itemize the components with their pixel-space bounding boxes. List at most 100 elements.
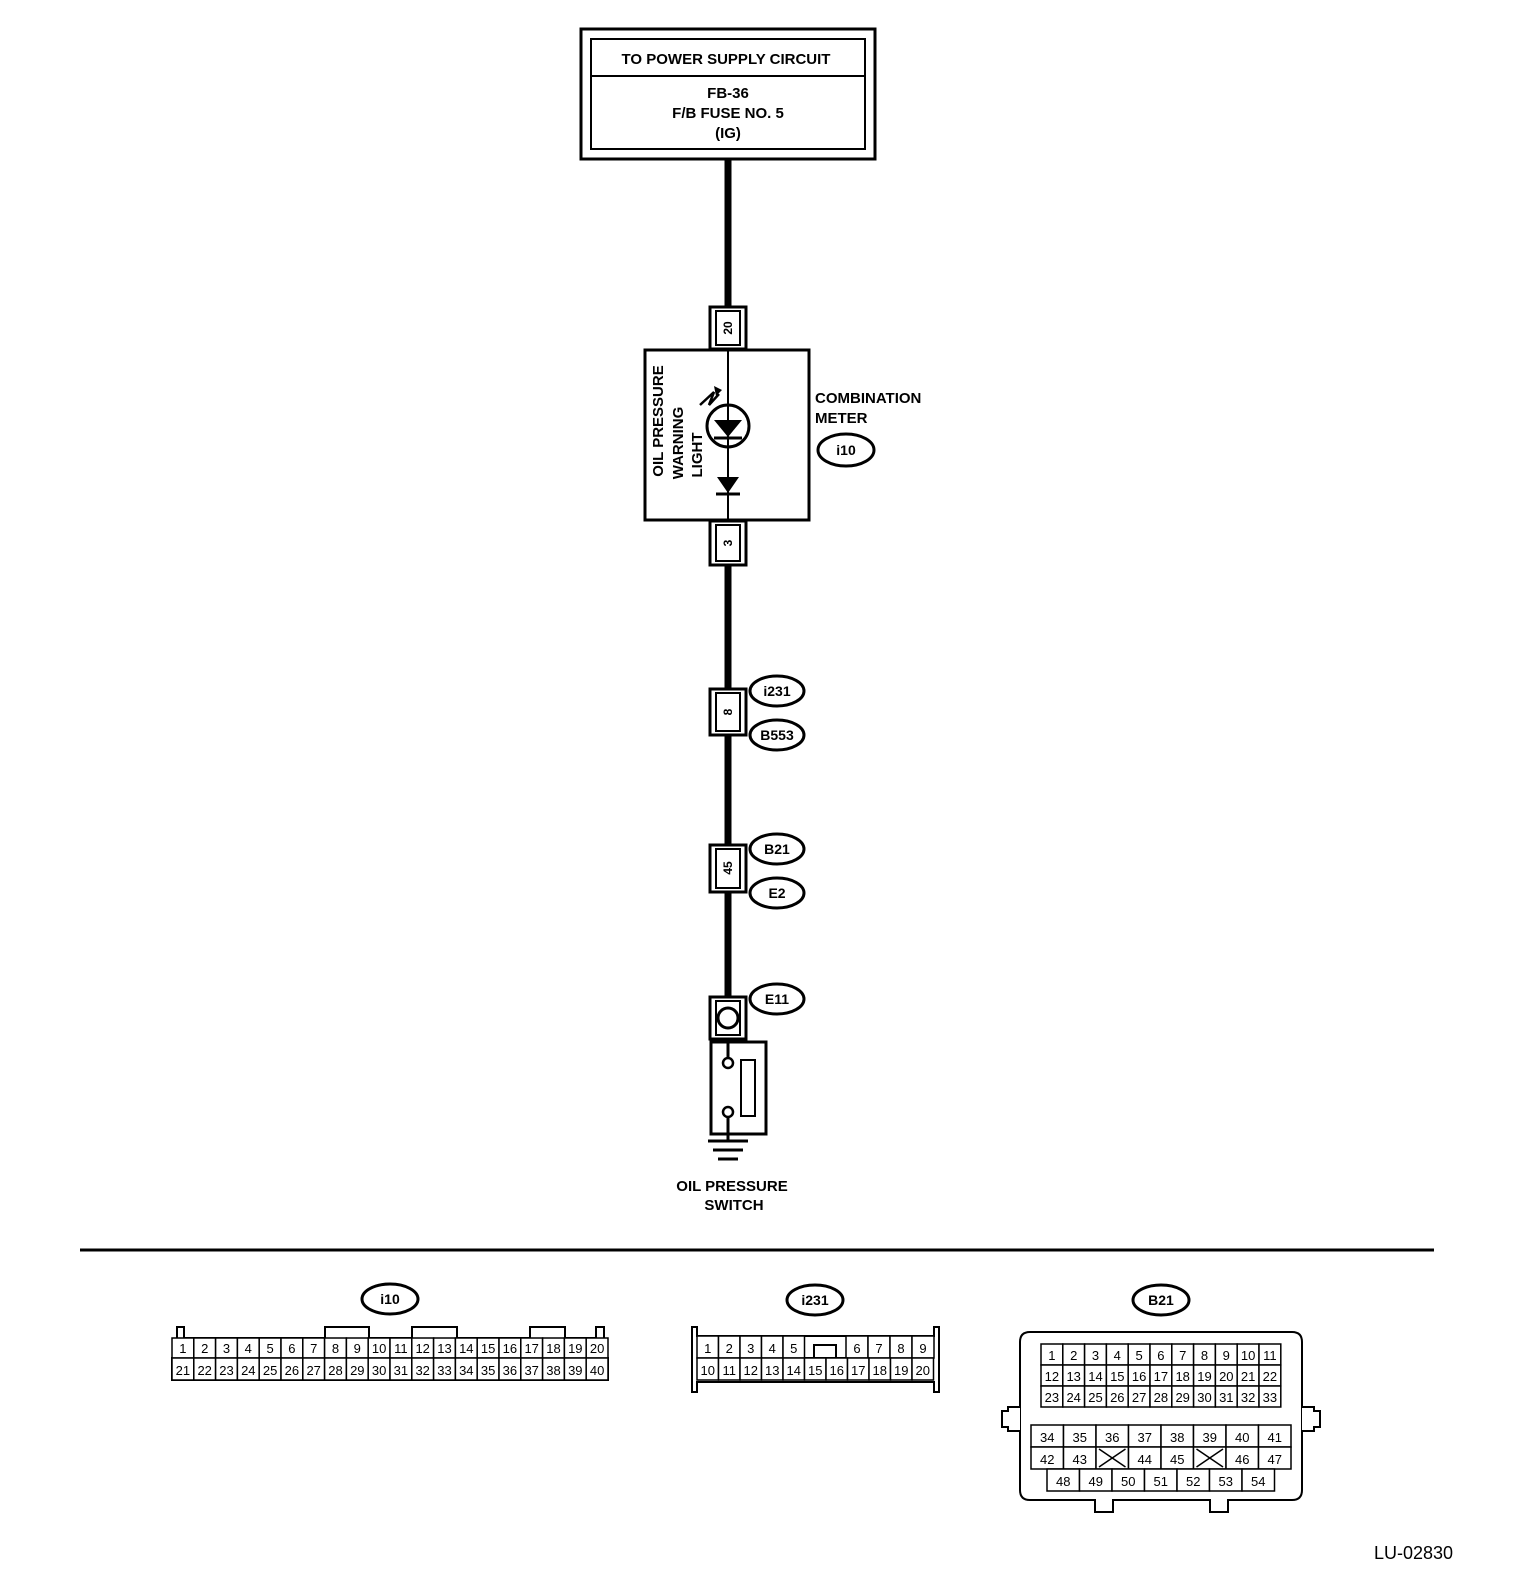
i10-pin-number: 15: [481, 1341, 495, 1356]
b21-pin-number: 26: [1110, 1390, 1124, 1405]
warning-light-label-1: OIL PRESSURE: [650, 365, 667, 476]
b21-pin-number: 54: [1251, 1474, 1265, 1489]
b21-cell: 5: [1127, 1343, 1151, 1366]
b21-pin-number: 31: [1219, 1390, 1233, 1405]
i10-pin-number: 19: [568, 1341, 582, 1356]
i231-cell: 4: [760, 1335, 784, 1359]
b21-pin-number: 18: [1175, 1369, 1189, 1384]
i10-cell: 10: [367, 1337, 391, 1359]
i231-cell: 13: [760, 1357, 784, 1381]
i10-pin-number: 30: [372, 1363, 386, 1378]
b21-pin-number: 33: [1263, 1390, 1277, 1405]
joint2-tag-bottom-label: E2: [768, 885, 785, 901]
i231-cell: 15: [803, 1357, 827, 1381]
i10-cell: 27: [302, 1357, 326, 1381]
b21-cell: 7: [1171, 1343, 1195, 1366]
i10-cell: 25: [258, 1357, 282, 1381]
i10-pin-number: 6: [288, 1341, 295, 1356]
i231-pin-number: 14: [787, 1363, 801, 1378]
i10-pin-number: 4: [245, 1341, 252, 1356]
power-box-title: TO POWER SUPPLY CIRCUIT: [622, 51, 831, 68]
b21-pin-number: 46: [1235, 1452, 1249, 1467]
i10-pin-number: 5: [266, 1341, 273, 1356]
i231-cell: 17: [846, 1357, 870, 1381]
i10-cell: 3: [214, 1337, 239, 1359]
i10-cell: 1: [171, 1337, 195, 1359]
b21-cell: 30: [1192, 1385, 1217, 1408]
power-box-fuse-code: FB-36: [707, 85, 749, 102]
b21-cell: 8: [1192, 1343, 1217, 1366]
b21-cell: 50: [1111, 1468, 1146, 1492]
switch-label-line2: SWITCH: [704, 1197, 763, 1214]
i10-cell: 29: [345, 1357, 369, 1381]
joint1-pin-label: 8: [721, 708, 735, 715]
i10-pin-number: 39: [568, 1363, 582, 1378]
b21-pin-number: 48: [1056, 1474, 1070, 1489]
i10-cell: 32: [411, 1357, 435, 1381]
i10-pin-number: 28: [328, 1363, 342, 1378]
combination-meter: 20 3 OIL PRESSURE WARNING LIGHT: [643, 305, 921, 567]
i231-pin-number: 2: [726, 1341, 733, 1356]
i10-cell: 37: [520, 1357, 544, 1381]
b21-pin-number: 49: [1089, 1474, 1103, 1489]
i10-cell: 23: [214, 1357, 239, 1381]
b21-pin-number: 22: [1263, 1369, 1277, 1384]
power-box-ignition: (IG): [715, 125, 741, 142]
i231-pin-number: 16: [830, 1363, 844, 1378]
b21-cell: 48: [1046, 1468, 1081, 1492]
i10-cell: 14: [454, 1337, 478, 1359]
b21-cell: 21: [1236, 1364, 1260, 1387]
i231-cell: 10: [696, 1357, 720, 1381]
i10-cell: 8: [323, 1337, 348, 1359]
joint1-tag-bottom-label: B553: [760, 727, 794, 743]
b21-cell: 42: [1030, 1446, 1065, 1470]
i10-pin-number: 38: [546, 1363, 560, 1378]
i10-pin-number: 29: [350, 1363, 364, 1378]
b21-pin-number: 30: [1197, 1390, 1211, 1405]
oil-pressure-switch: E11 OIL PRESSURE SWITCH: [676, 982, 806, 1214]
b21-pin-number: 47: [1268, 1452, 1282, 1467]
i231-cell: 16: [825, 1357, 849, 1381]
power-box-fuse-name: F/B FUSE NO. 5: [672, 105, 784, 122]
i10-cell: 15: [476, 1337, 500, 1359]
i10-cell: 38: [541, 1357, 566, 1381]
i10-cell: 7: [302, 1337, 326, 1359]
b21-cell: 34: [1030, 1424, 1065, 1448]
i10-pin-number: 1: [179, 1341, 186, 1356]
b21-pin-number: 42: [1040, 1452, 1054, 1467]
connector-face-b21-tag-label: B21: [1148, 1292, 1174, 1308]
b21-cell: 44: [1127, 1446, 1162, 1470]
b21-pin-number: 23: [1045, 1390, 1059, 1405]
empty-cavity-cross-icon: [1196, 1448, 1224, 1468]
i231-pin-number: 19: [894, 1363, 908, 1378]
i10-cell: 4: [236, 1337, 260, 1359]
b21-cell: 45: [1160, 1446, 1195, 1470]
i10-cell: 6: [280, 1337, 304, 1359]
ground-icon: [708, 1139, 748, 1161]
connector-face-b21-tag: B21: [1131, 1283, 1191, 1317]
i10-cell: 11: [389, 1337, 413, 1359]
b21-cell: 38: [1160, 1424, 1195, 1448]
b21-pin-number: 20: [1219, 1369, 1233, 1384]
i10-pin-number: 17: [524, 1341, 538, 1356]
i231-pin-number: 13: [765, 1363, 779, 1378]
b21-pin-number: 10: [1241, 1348, 1255, 1363]
b21-pin-number: 45: [1170, 1452, 1184, 1467]
i231-pin-number: 20: [916, 1363, 930, 1378]
b21-cell: 15: [1105, 1364, 1129, 1387]
meter-pin-20: 20: [708, 305, 748, 351]
i231-pin-number: 9: [919, 1341, 926, 1356]
b21-pin-number: 41: [1268, 1430, 1282, 1445]
joint1-tag-top: i231: [748, 674, 806, 708]
b21-pin-number: 5: [1135, 1348, 1142, 1363]
switch-connector-tag: E11: [748, 982, 806, 1016]
i10-cell: 18: [541, 1337, 566, 1359]
i10-cell: 39: [563, 1357, 587, 1381]
i10-cell: 20: [585, 1337, 609, 1359]
i10-pin-number: 27: [306, 1363, 320, 1378]
i231-pin-number: 6: [853, 1341, 860, 1356]
